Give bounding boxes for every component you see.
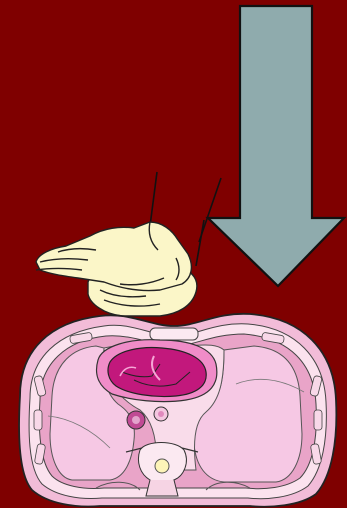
downward-arrow-icon bbox=[208, 6, 344, 286]
chest-cross-section-icon bbox=[19, 314, 336, 507]
heart-icon bbox=[108, 348, 206, 397]
sternum bbox=[150, 328, 198, 340]
gloved-hands-icon bbox=[36, 222, 197, 316]
